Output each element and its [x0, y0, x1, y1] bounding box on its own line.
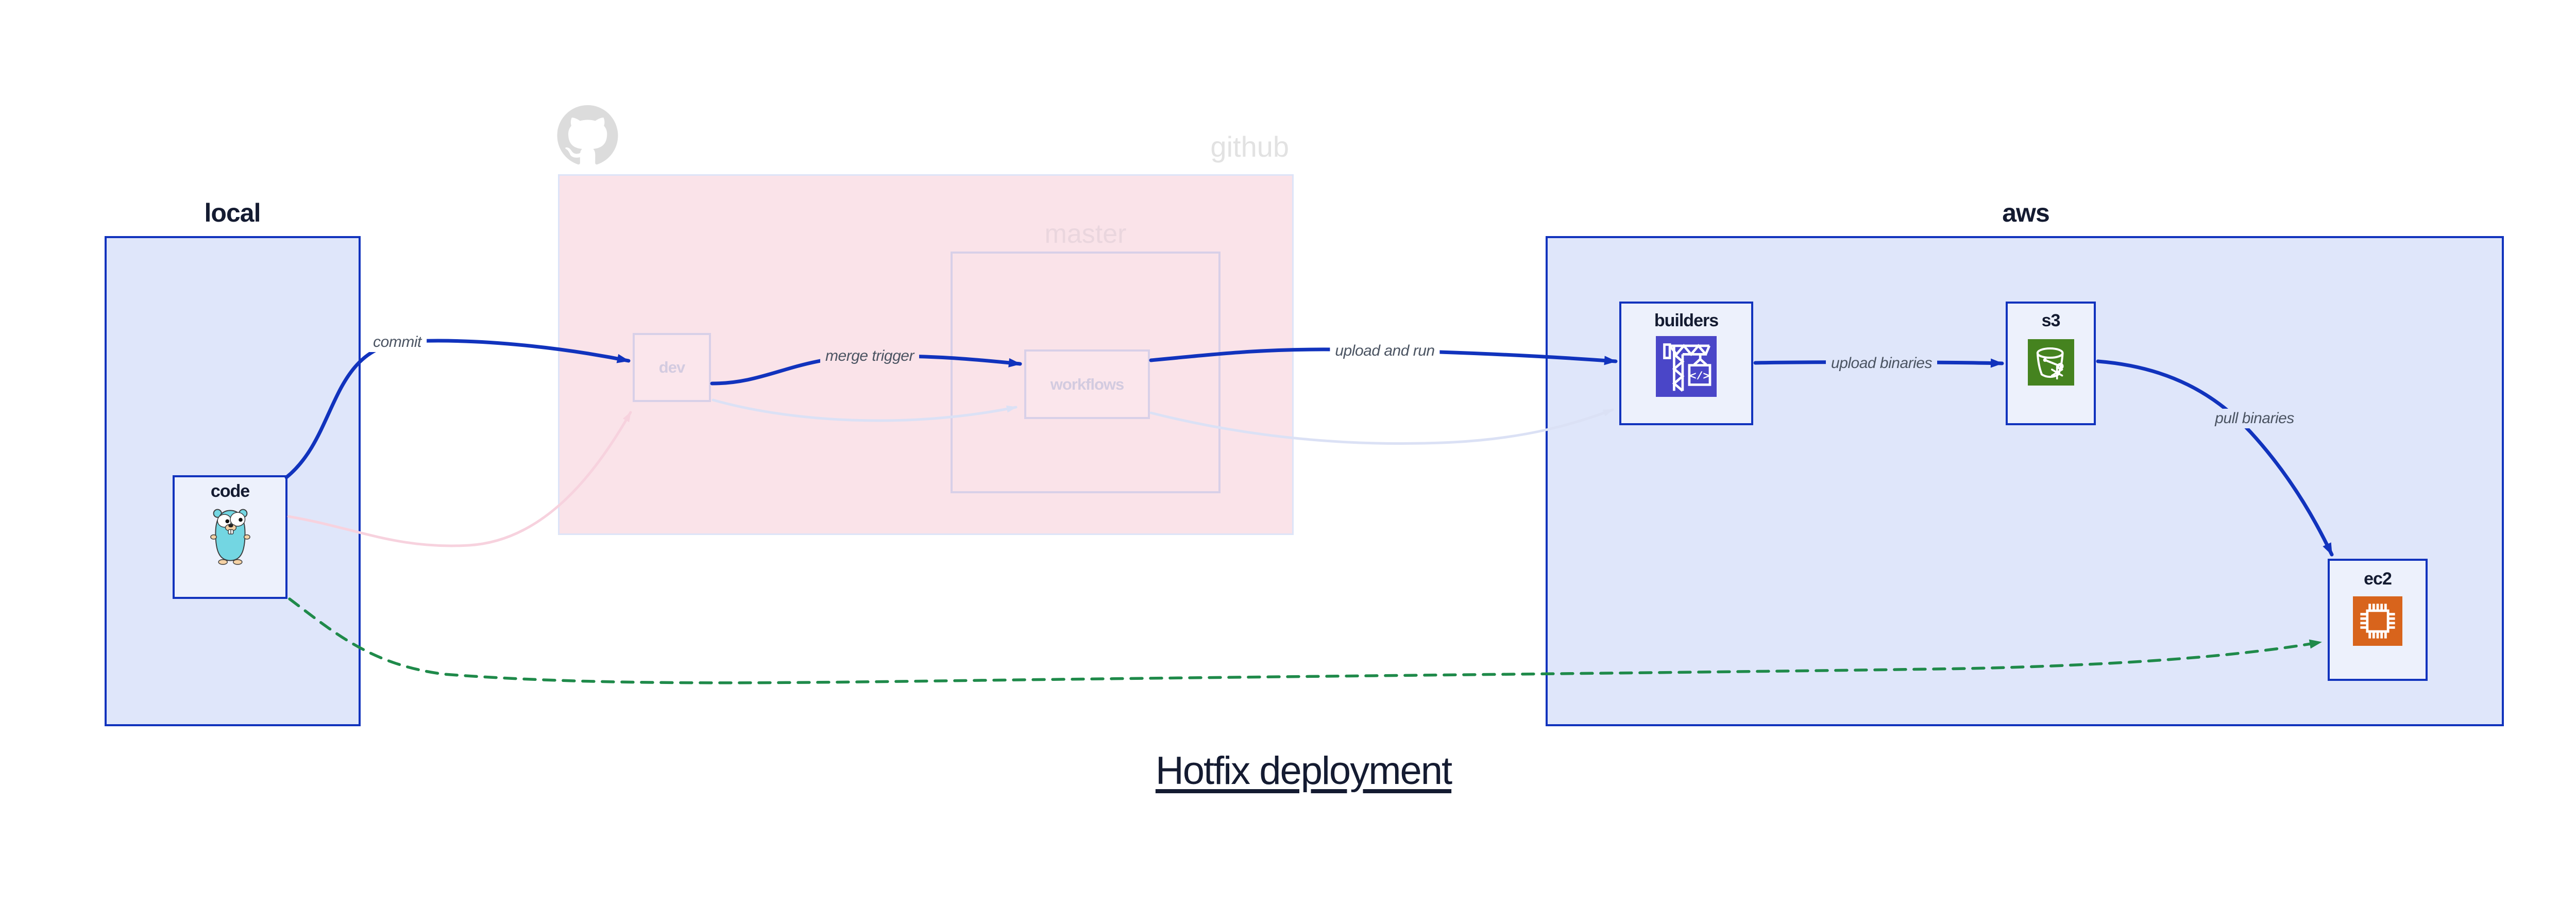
node-ec2: ec2	[2328, 559, 2428, 681]
aws-ec2-chip-icon	[2353, 596, 2402, 646]
master-group-label: master	[1044, 219, 1127, 249]
local-group-label: local	[204, 198, 261, 227]
aws-group-label: aws	[2002, 198, 2050, 227]
node-code: code	[173, 475, 287, 599]
node-code-label: code	[210, 481, 250, 501]
node-s3-label: s3	[2041, 311, 2061, 330]
node-builders-label: builders	[1654, 311, 1719, 330]
github-group-label: github	[1210, 130, 1289, 163]
edge-label-upload-binaries: upload binaries	[1826, 354, 1937, 373]
svg-text:</>: </>	[1690, 371, 1709, 383]
node-s3: s3	[2006, 302, 2096, 425]
node-builders: builders </>	[1619, 302, 1753, 425]
edge-label-commit: commit	[368, 332, 427, 352]
edge-label-merge-trigger: merge trigger	[820, 346, 919, 366]
edge-label-pull-binaries: pull binaries	[2210, 409, 2299, 428]
aws-s3-glacier-bucket-icon	[2027, 339, 2074, 386]
go-gopher-icon	[210, 509, 250, 565]
edge-label-upload-and-run: upload and run	[1330, 341, 1440, 361]
diagram-title: Hotfix deployment	[1155, 749, 1452, 793]
node-ec2-label: ec2	[2364, 569, 2392, 589]
node-dev-label: dev	[658, 358, 685, 376]
node-dev: dev	[633, 333, 711, 402]
node-workflows-label: workflows	[1050, 375, 1125, 393]
github-octocat-icon	[557, 105, 618, 165]
aws-codebuild-crane-icon: </>	[1656, 336, 1717, 397]
node-workflows: workflows	[1024, 349, 1150, 419]
